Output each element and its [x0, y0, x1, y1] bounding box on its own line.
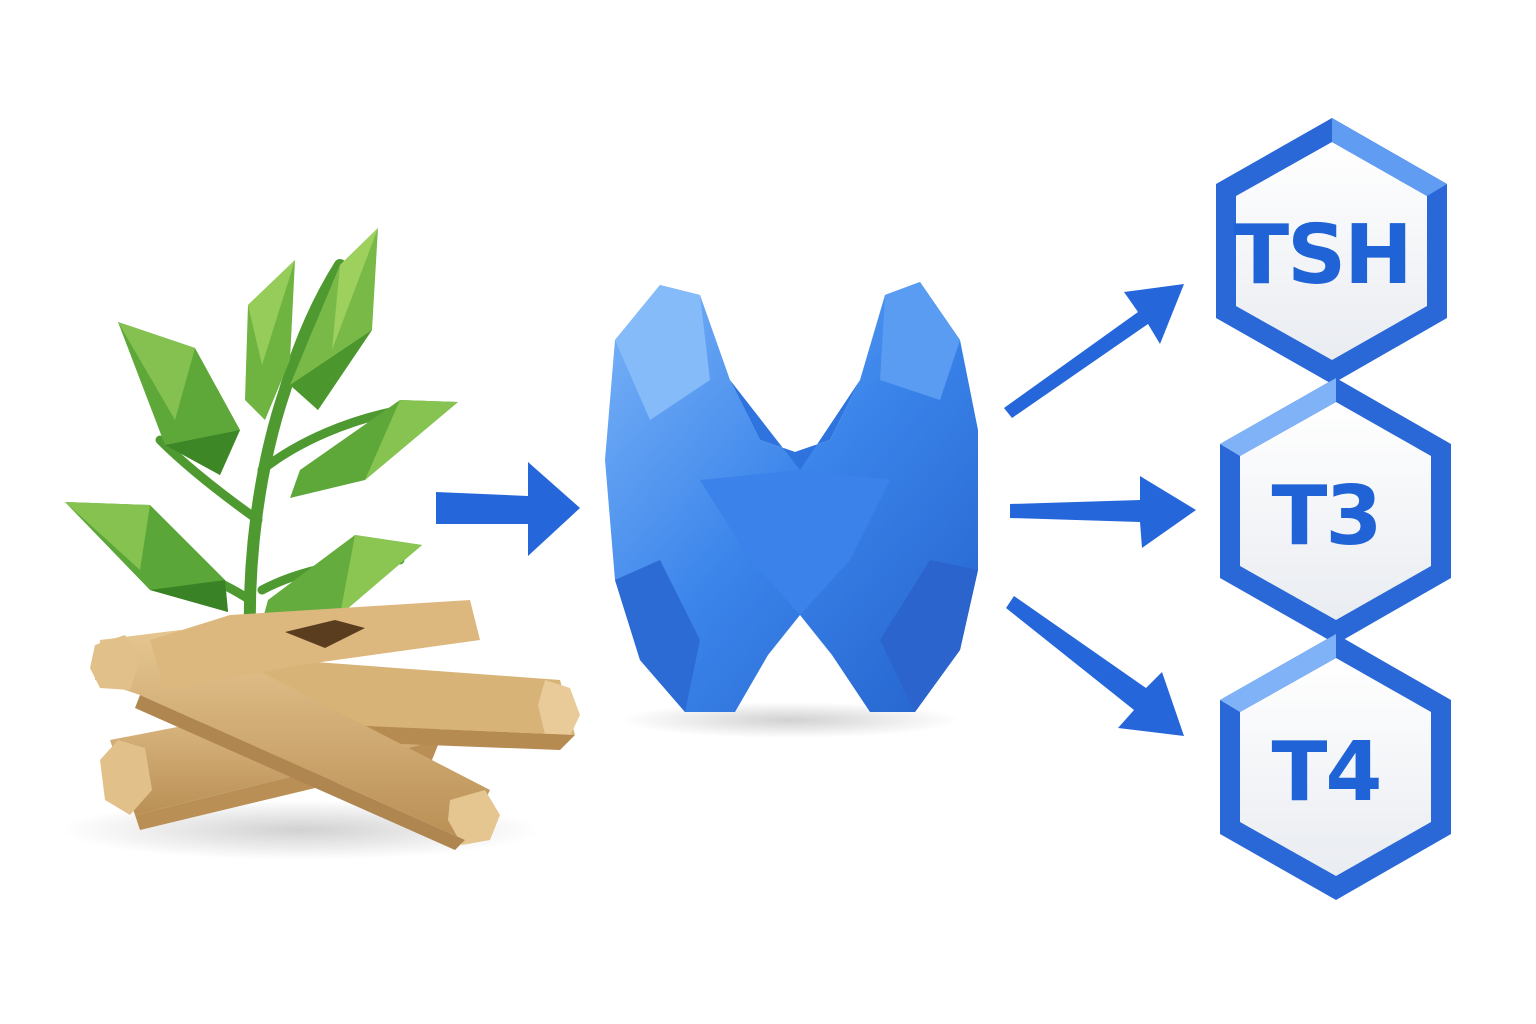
arrow-right-icon — [1010, 476, 1196, 548]
leaf-icon — [262, 535, 422, 622]
hormone-hexagon-t4: T4 — [1220, 634, 1451, 900]
hormone-label-t3: T3 — [1272, 469, 1381, 564]
arrow-right-icon — [436, 462, 580, 556]
arrow-up-right-icon — [1004, 284, 1184, 418]
hormone-label-tsh: TSH — [1233, 208, 1411, 303]
hormone-hexagon-stack: TSH T3 T4 — [1216, 118, 1451, 900]
plant-root-icon — [60, 228, 580, 860]
leaf-icon — [290, 228, 378, 410]
hormone-hexagon-tsh: TSH — [1216, 118, 1447, 384]
leaf-icon — [290, 400, 458, 498]
root-stick — [150, 600, 480, 690]
leaf-icon — [245, 260, 295, 420]
hormone-hexagon-t3: T3 — [1220, 378, 1451, 644]
thyroid-gland-icon — [605, 282, 978, 738]
leaf-icon — [65, 502, 228, 612]
leaf-icon — [118, 322, 240, 475]
arrow-down-right-icon — [1006, 596, 1184, 736]
hormone-label-t4: T4 — [1272, 725, 1381, 820]
